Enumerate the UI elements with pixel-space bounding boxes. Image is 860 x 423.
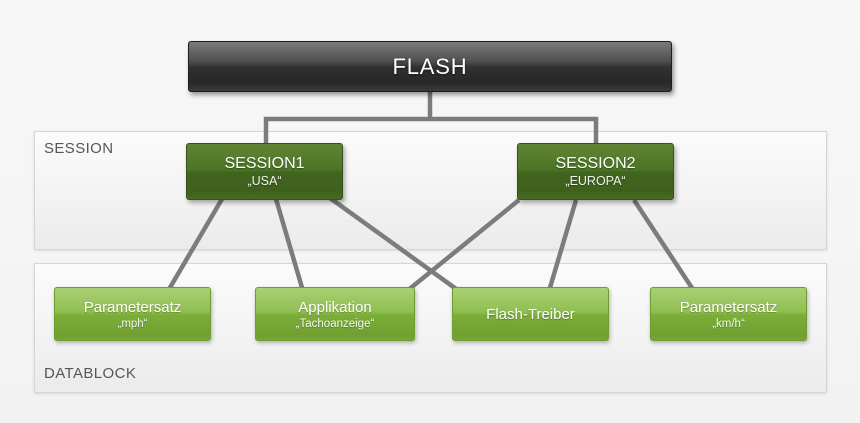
parametersatz-kmh-title: Parametersatz [679, 298, 778, 316]
session1-title: SESSION1 [224, 155, 305, 172]
parametersatz-mph-subtitle: „mph“ [117, 317, 148, 330]
applikation-subtitle: „Tachoanzeige“ [295, 317, 375, 330]
session1-node: SESSION1 „USA“ [186, 143, 343, 200]
connector-session2-flashtreiber [546, 199, 579, 292]
session1-subtitle: „USA“ [247, 174, 282, 188]
connector-session2-applikation [405, 198, 521, 293]
connector-session1-applikation [273, 198, 306, 292]
connector-session1-flashtreiber [328, 196, 461, 293]
session2-node: SESSION2 „EUROPA“ [517, 143, 674, 200]
flash-treiber-title: Flash-Treiber [486, 305, 575, 323]
flash-treiber-node: Flash-Treiber [452, 287, 609, 341]
flash-node-label: FLASH [392, 53, 468, 79]
flash-node: FLASH [188, 41, 672, 92]
connector-flash-sessions [263, 92, 599, 145]
connector-session1-mph [166, 197, 224, 293]
session2-title: SESSION2 [555, 155, 636, 172]
applikation-node: Applikation „Tachoanzeige“ [255, 287, 415, 341]
connector-session2-kmh [632, 198, 696, 293]
datablock-section-label: DATABLOCK [44, 365, 137, 382]
session-section-label: SESSION [44, 140, 114, 157]
session-section-panel: SESSION [34, 131, 827, 250]
parametersatz-mph-title: Parametersatz [83, 298, 182, 316]
parametersatz-mph-node: Parametersatz „mph“ [54, 287, 211, 341]
parametersatz-kmh-node: Parametersatz „km/h“ [650, 287, 807, 341]
parametersatz-kmh-subtitle: „km/h“ [712, 317, 745, 330]
session2-subtitle: „EUROPA“ [565, 174, 626, 188]
applikation-title: Applikation [298, 298, 372, 316]
